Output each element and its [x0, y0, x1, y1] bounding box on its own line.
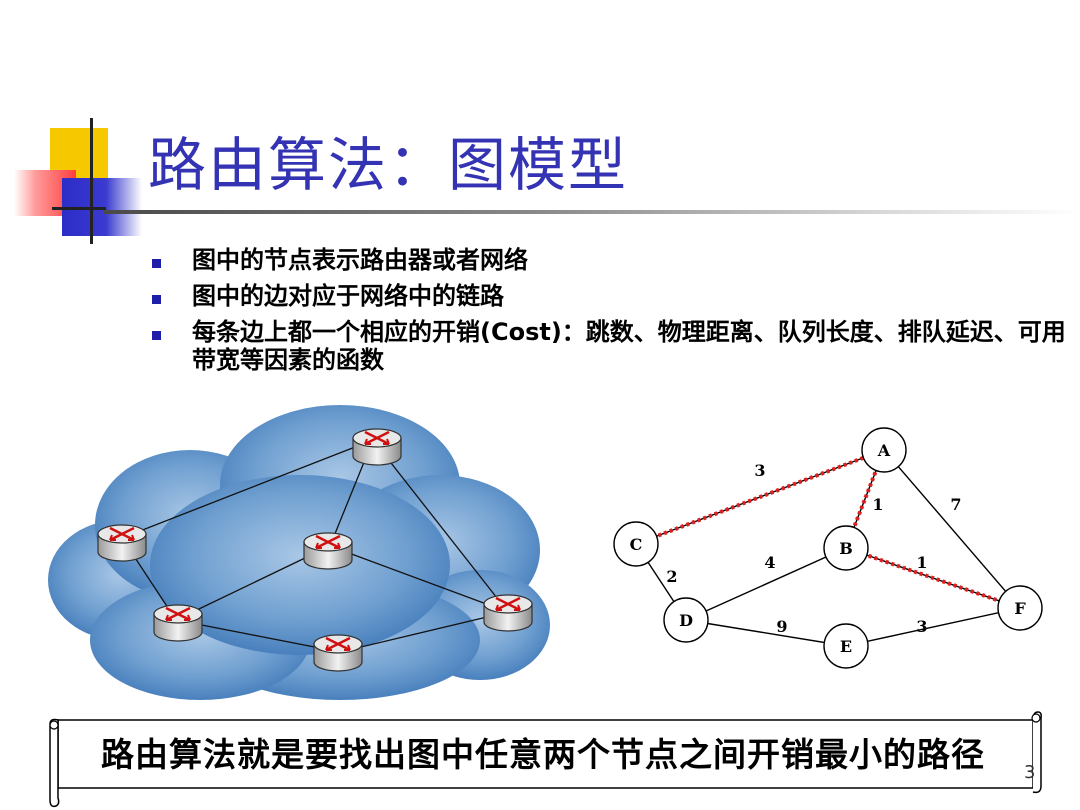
graph-node-A	[861, 427, 907, 473]
title-underline	[104, 210, 1080, 214]
bullet-text: 每条边上都一个相应的开销(Cost)：跳数、物理距离、队列长度、排队延迟、可用带…	[192, 318, 1066, 374]
bullet-item: 图中的节点表示路由器或者网络	[150, 246, 1070, 274]
graph-nodes: A B C D E F	[613, 427, 1043, 669]
bullet-square-icon	[152, 331, 161, 340]
graph-node-label: C	[630, 535, 643, 554]
edge-cost-label: 1	[916, 553, 927, 572]
router-2	[96, 523, 148, 563]
graph-node-label: E	[840, 637, 852, 656]
edge-D-E	[685, 619, 847, 647]
bullet-square-icon	[152, 259, 161, 268]
graph-edges: 3 1 7 2 4 1 9 3	[635, 448, 1021, 647]
edge-cost-label: 2	[666, 567, 677, 586]
edge-cost-label: 3	[754, 461, 765, 480]
router-6	[312, 633, 364, 673]
scroll-banner	[49, 711, 1042, 808]
edge-cost-label: 7	[950, 495, 961, 514]
graph-node-label: B	[839, 539, 853, 558]
graph-node-D	[663, 597, 709, 643]
edge-E-F	[845, 607, 1021, 647]
edge-cost-label: 1	[872, 495, 883, 514]
page-number: 3	[1024, 762, 1036, 783]
router-1: router-icon	[351, 427, 403, 467]
graph-node-F	[997, 585, 1043, 631]
bullet-text: 图中的边对应于网络中的链路	[192, 282, 504, 310]
edge-A-F	[883, 449, 1021, 609]
router-3	[302, 531, 354, 571]
bullet-item: 图中的边对应于网络中的链路	[150, 282, 1070, 310]
graph-node-E	[823, 623, 869, 669]
router-5	[482, 593, 534, 633]
edge-cost-label: 3	[916, 617, 927, 636]
graph-node-label: F	[1014, 599, 1026, 618]
graph-node-label: A	[877, 441, 891, 460]
graph-node-B	[823, 525, 869, 571]
router-4	[152, 603, 204, 643]
edge-D-B	[685, 547, 847, 621]
edge-cost-label: 4	[764, 553, 775, 572]
bullet-list: 图中的节点表示路由器或者网络 图中的边对应于网络中的链路 每条边上都一个相应的开…	[150, 246, 1070, 382]
highlight-path-B-F	[845, 546, 1021, 610]
logo-vertical-line	[90, 118, 93, 244]
network-cloud-figure: router-icon	[48, 405, 550, 700]
logo-horizontal-line	[52, 207, 106, 210]
page-title: 路由算法：图模型	[148, 131, 629, 199]
weighted-graph: 3 1 7 2 4 1 9 3 A B C D E F	[613, 427, 1043, 669]
edge-cost-label: 9	[776, 617, 787, 636]
graph-node-label: D	[679, 611, 693, 630]
bullet-text: 图中的节点表示路由器或者网络	[192, 246, 528, 274]
graph-node-C	[613, 521, 659, 567]
bullet-square-icon	[152, 295, 161, 304]
banner-text: 路由算法就是要找出图中任意两个节点之间开销最小的路径	[101, 735, 985, 774]
bullet-item: 每条边上都一个相应的开销(Cost)：跳数、物理距离、队列长度、排队延迟、可用带…	[150, 318, 1070, 374]
highlight-path-C-A	[635, 448, 885, 546]
